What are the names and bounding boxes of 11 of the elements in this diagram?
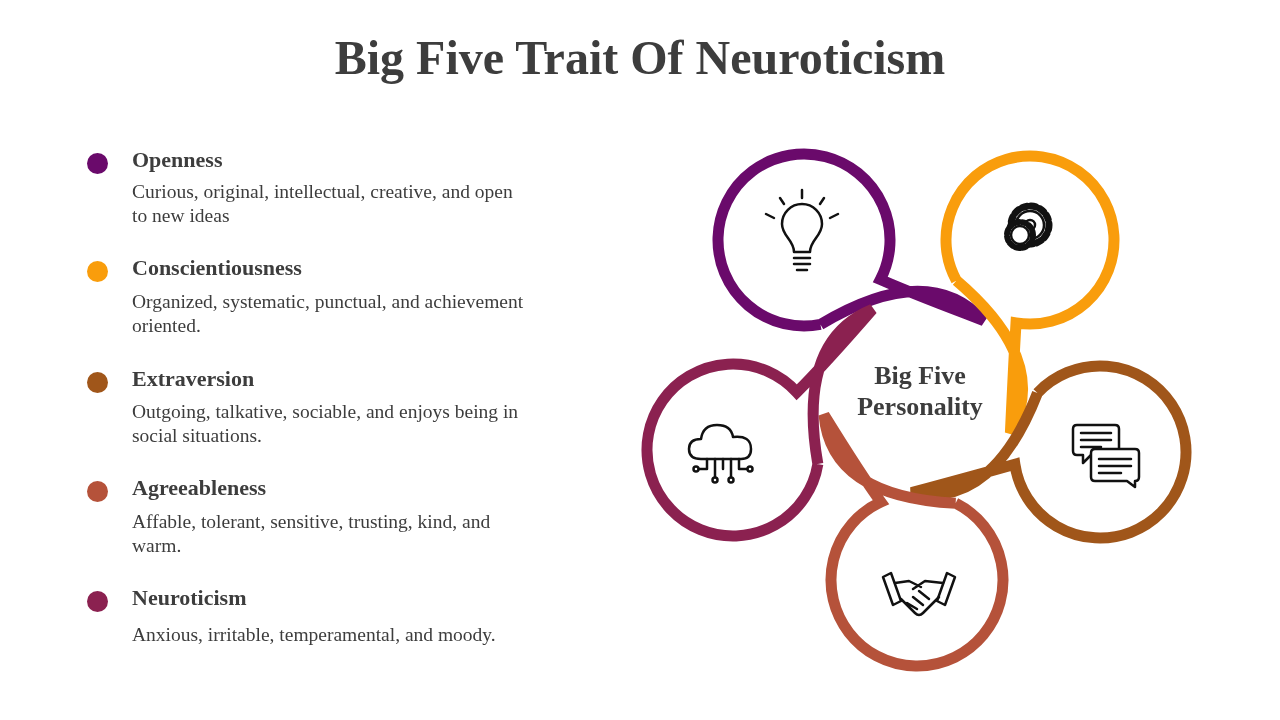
- trait-description: Anxious, irritable, temperamental, and moody.: [132, 623, 497, 647]
- trait-description: Curious, original, intellectual, creative, and open to new ideas: [132, 180, 514, 228]
- trait-description: Affable, tolerant, sensitive, trusting, kind, and warm.: [132, 510, 492, 558]
- trait-heading: Conscientiousness: [132, 255, 302, 281]
- trait-description: Outgoing, talkative, sociable, and enjoys being in social situations.: [132, 400, 520, 448]
- trait-heading: Openness: [132, 147, 223, 173]
- trait-heading: Agreeableness: [132, 475, 267, 501]
- trait-heading: Extraversion: [132, 366, 255, 392]
- trait-heading: Neuroticism: [132, 585, 247, 611]
- trait-description: Organized, systematic, punctual, and achievement oriented.: [132, 290, 525, 338]
- title: Big Five Trait Of Neuroticism: [333, 30, 947, 85]
